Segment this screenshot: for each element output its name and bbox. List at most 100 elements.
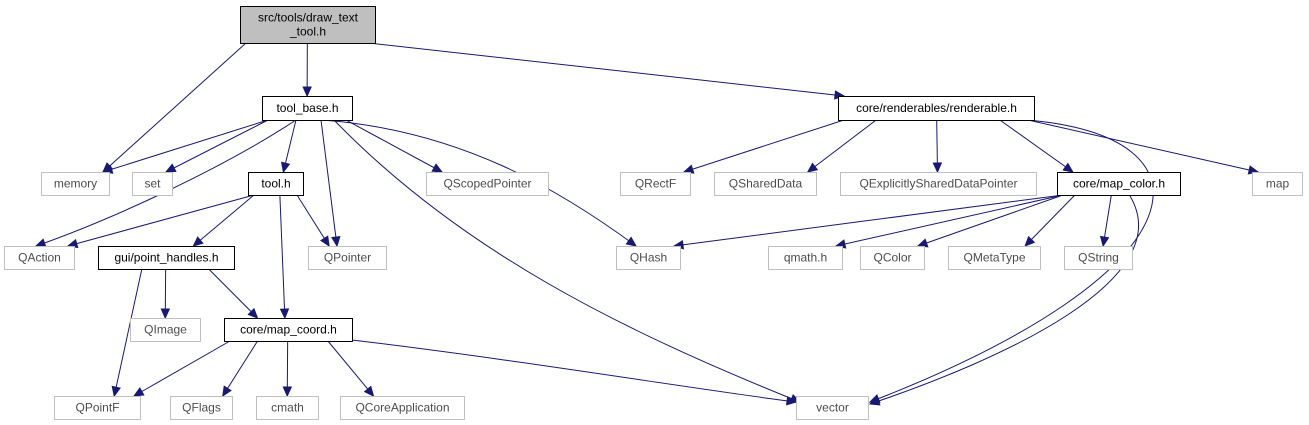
edge-map-coord-to-qpointf [132, 340, 231, 397]
edge-tool-base-to-tool-h [280, 119, 297, 174]
node-label: vector [816, 401, 849, 415]
edge-tool-h-to-map-coord [279, 194, 290, 320]
edge-tool-base-to-set [164, 119, 269, 173]
edge-line [102, 119, 269, 173]
node-label: src/tools/draw_text [258, 11, 359, 25]
node-qhash: QHash [616, 246, 681, 270]
node-draw-text-tool[interactable]: src/tools/draw_text_tool.h [240, 6, 376, 44]
arrowhead [331, 235, 341, 248]
edge-point-handles-to-qimage [160, 268, 171, 320]
node-box [132, 172, 173, 196]
node-qcoreapp: QCoreApplication [340, 396, 465, 420]
node-map-color[interactable]: core/map_color.h [1057, 172, 1181, 196]
arrowhead [868, 396, 881, 406]
node-point-handles[interactable]: gui/point_handles.h [98, 246, 235, 270]
edge-map-coord-to-vector [351, 339, 798, 406]
node-label: gui/point_handles.h [114, 251, 218, 265]
node-box [41, 172, 110, 196]
arrowhead [302, 86, 312, 98]
node-label: QRectF [635, 177, 676, 191]
node-tool-h[interactable]: tool.h [248, 172, 304, 196]
edge-tool-h-to-qpointer [296, 194, 330, 248]
edge-line [683, 119, 845, 173]
node-qcolor: QColor [860, 246, 925, 270]
node-qpointer: QPointer [308, 246, 387, 270]
edge-map-color-to-qcolor [916, 194, 1064, 248]
arrowhead [431, 163, 444, 173]
node-label: QPointer [324, 251, 371, 265]
node-qexplicitly: QExplicitlySharedDataPointer [840, 172, 1037, 196]
node-label: tool_base.h [276, 101, 338, 115]
edge-draw-text-tool-to-memory [102, 42, 247, 173]
node-label: cmath [271, 401, 304, 415]
edge-line [999, 119, 1074, 173]
node-map: map [1252, 172, 1303, 196]
arrowhead [320, 235, 330, 248]
edge-line [327, 340, 374, 397]
node-box [308, 246, 387, 270]
edge-point-handles-to-qpointf [111, 268, 143, 398]
node-label: QFlags [182, 401, 221, 415]
arrowhead [247, 307, 259, 319]
node-box [256, 396, 319, 420]
node-label: QExplicitlySharedDataPointer [859, 177, 1017, 191]
edge-line [165, 119, 269, 173]
arrowhead [932, 162, 943, 174]
edge-line [193, 194, 255, 247]
arrowhead [279, 308, 290, 320]
node-qrectf: QRectF [620, 172, 691, 196]
edge-line [917, 194, 1064, 247]
edge-line [208, 268, 258, 319]
arrowhead [192, 236, 204, 247]
node-set: set [132, 172, 173, 196]
node-box [4, 246, 75, 270]
edge-tool-base-to-vector [333, 119, 802, 403]
edge-map-coord-to-cmath [282, 340, 293, 398]
node-label: set [144, 177, 161, 191]
node-memory: memory [41, 172, 110, 196]
node-box [840, 172, 1037, 196]
edge-line [368, 42, 845, 97]
edge-line [320, 119, 338, 247]
node-qmath: qmath.h [768, 246, 843, 270]
arrowhead [1062, 162, 1074, 173]
node-box [838, 96, 1035, 121]
edge-line [807, 119, 877, 173]
edge-line [133, 340, 231, 397]
node-box [714, 172, 817, 196]
node-label: qmath.h [784, 251, 827, 265]
node-label: QColor [873, 251, 911, 265]
edge-line [835, 194, 1064, 247]
edge-line [673, 194, 1064, 247]
edge-tool-base-to-qpointer [320, 119, 341, 248]
node-box [262, 96, 353, 121]
node-label: core/map_color.h [1073, 177, 1165, 191]
arrowhead [785, 396, 798, 406]
arrowhead [916, 238, 929, 248]
arrowhead [363, 385, 375, 397]
edge-line [279, 194, 286, 319]
arrowhead [34, 238, 47, 248]
node-label: map [1266, 177, 1290, 191]
edge-tool-base-to-qhash [321, 119, 637, 247]
node-map-coord[interactable]: core/map_coord.h [224, 318, 353, 342]
edge-map-color-to-qstring [1099, 194, 1112, 248]
edge-renderable-to-qshareddata [806, 119, 877, 173]
edge-line [67, 194, 255, 247]
arrowhead [1099, 235, 1110, 248]
node-box [98, 246, 235, 270]
node-box [240, 6, 376, 44]
edges-layer [34, 42, 1260, 406]
edge-line [333, 119, 801, 403]
node-tool-base[interactable]: tool_base.h [262, 96, 353, 121]
edge-renderable-to-map-color [999, 119, 1074, 173]
node-box [340, 396, 465, 420]
edge-line [351, 339, 797, 403]
node-box [796, 396, 869, 420]
node-box [1057, 172, 1181, 196]
node-renderable[interactable]: core/renderables/renderable.h [838, 96, 1035, 121]
node-qpointf: QPointF [54, 396, 141, 420]
edge-line [1027, 119, 1259, 173]
node-label: QString [1078, 251, 1119, 265]
